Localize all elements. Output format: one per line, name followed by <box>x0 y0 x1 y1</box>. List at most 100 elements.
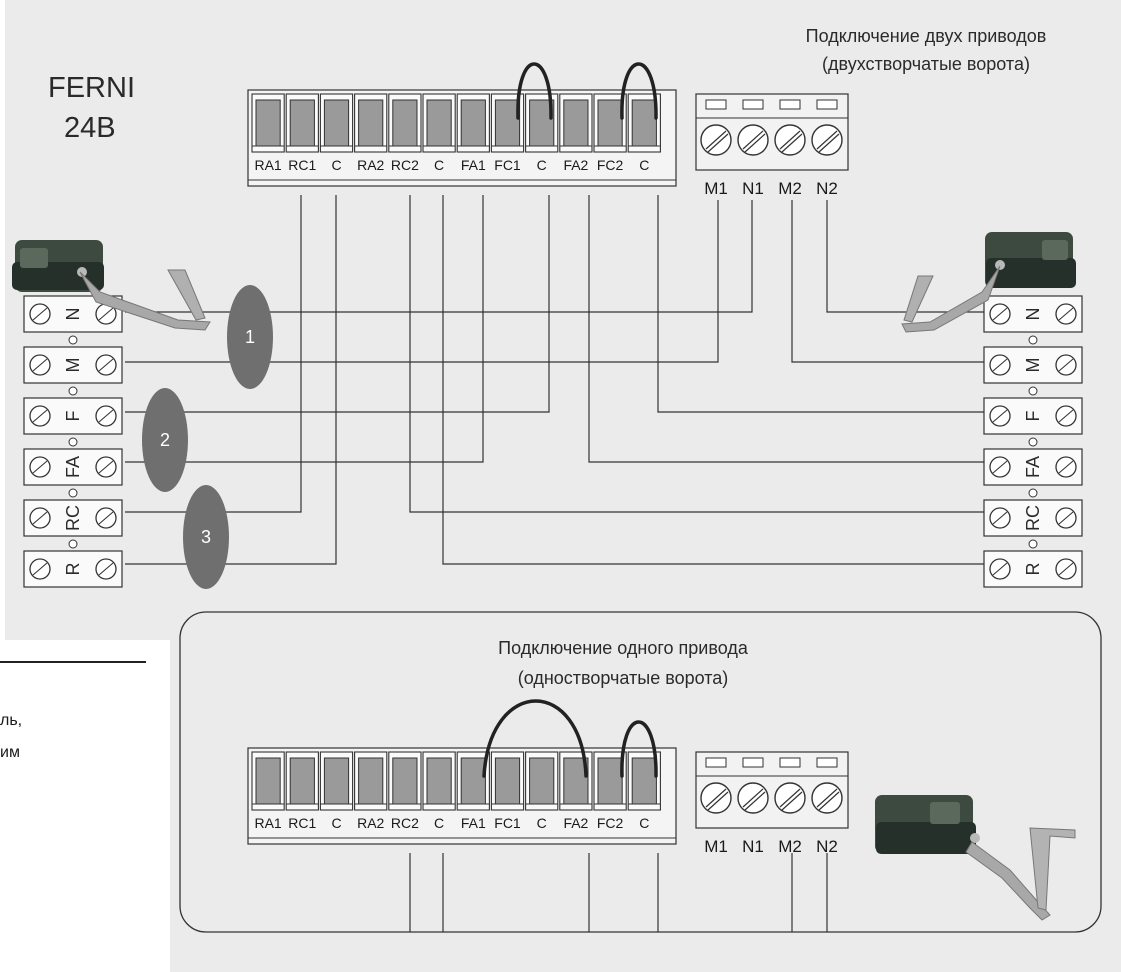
single-motor-terminal-block: M1 N1 M2 N2 <box>695 751 849 856</box>
right-actuator-terminal-rc: RC <box>983 499 1083 549</box>
single-terminal-c <box>319 751 354 811</box>
right-actuator-terminal-m: M <box>983 346 1083 396</box>
right-actuator-terminal-fa: FA <box>983 448 1083 498</box>
dual-title: Подключение двух приводов <box>806 26 1047 46</box>
dual-subtitle: (двухстворчатые ворота) <box>822 54 1030 74</box>
dual-terminal-fa1 <box>456 93 490 153</box>
right-actuator-terminal-strip: N M F FA RC R <box>983 295 1083 588</box>
dual-motor-label: M1 <box>704 179 728 198</box>
dual-terminal-ra2 <box>354 93 388 153</box>
single-terminal-label: RC1 <box>288 815 316 831</box>
gate-motor-single <box>875 795 1076 921</box>
dual-terminal-ra1 <box>251 93 285 153</box>
left-actuator-terminal-r: R <box>23 550 123 588</box>
single-terminal-fc2 <box>593 751 627 811</box>
dual-terminal-label: FA1 <box>461 157 486 173</box>
dual-terminal-label: FC2 <box>597 157 624 173</box>
actuator-label: M <box>63 358 83 373</box>
single-motor-label: M2 <box>778 837 802 856</box>
dual-terminal-fa2 <box>559 93 593 153</box>
dual-jumpers <box>516 62 658 120</box>
dual-terminal-label: FC1 <box>494 157 521 173</box>
single-terminal-c <box>525 751 559 811</box>
dual-terminal-label: C <box>434 157 444 173</box>
single-terminal-label: C <box>537 815 547 831</box>
dual-terminal-c <box>525 93 559 153</box>
single-terminal-ra1 <box>251 751 285 811</box>
dual-terminal-c <box>319 93 354 153</box>
actuator-label: FA <box>1023 456 1043 478</box>
single-terminal-label: C <box>434 815 444 831</box>
dual-motor-label: N2 <box>816 179 838 198</box>
jumper-fc2-c-single <box>620 720 658 778</box>
jumper-fc2-c <box>620 62 658 120</box>
left-actuator-terminal-m: M <box>23 346 123 396</box>
group-1-label: 1 <box>245 327 255 347</box>
single-terminal-label: FC1 <box>494 815 521 831</box>
dual-terminal-c <box>422 93 456 153</box>
actuator-label: RC <box>1023 505 1043 531</box>
single-terminal-label: C <box>331 815 341 831</box>
left-actuator-terminal-rc: RC <box>23 499 123 549</box>
actuator-label: N <box>63 308 83 321</box>
gate-motor-right <box>901 232 1076 333</box>
dual-terminal-label: C <box>639 157 649 173</box>
dual-terminal-label: RA2 <box>357 157 384 173</box>
single-subtitle: (одностворчатые ворота) <box>518 668 729 688</box>
single-title: Подключение одного привода <box>498 638 749 658</box>
single-terminal-label: FC2 <box>597 815 624 831</box>
side-text-line2: им <box>0 744 20 761</box>
jumper-fc1-c <box>516 62 553 120</box>
single-terminal-label: FA1 <box>461 815 486 831</box>
single-motor-label: M1 <box>704 837 728 856</box>
single-terminal-fc1 <box>490 751 525 811</box>
single-terminal-rc1 <box>285 751 319 811</box>
single-motor-label: N2 <box>816 837 838 856</box>
actuator-label: N <box>1023 308 1043 321</box>
dual-terminal-label: RC1 <box>288 157 316 173</box>
dual-terminal-rc2 <box>388 93 422 153</box>
left-actuator-terminal-fa: FA <box>23 448 123 498</box>
single-terminal-rc2 <box>388 751 422 811</box>
group-2-marker <box>142 388 188 492</box>
actuator-label: R <box>63 563 83 576</box>
dual-terminal-fc2 <box>593 93 627 153</box>
group-3-marker <box>183 485 229 589</box>
dual-terminal-label: FA2 <box>563 157 588 173</box>
group-3-label: 3 <box>201 527 211 547</box>
group-1-marker <box>227 285 273 389</box>
dual-terminal-label: C <box>331 157 341 173</box>
model-name: FERNI <box>48 72 135 104</box>
single-motor-label: N1 <box>742 837 764 856</box>
single-jumpers <box>482 699 658 778</box>
single-terminal-label: RA1 <box>254 815 281 831</box>
actuator-label: M <box>1023 358 1043 373</box>
single-terminal-label: RC2 <box>391 815 419 831</box>
single-terminal-ra2 <box>354 751 388 811</box>
single-wires <box>409 853 828 932</box>
actuator-label: R <box>1023 563 1043 576</box>
group-2-label: 2 <box>160 430 170 450</box>
dual-terminal-label: RA1 <box>254 157 281 173</box>
model-voltage: 24В <box>64 112 116 144</box>
single-terminal-fa2 <box>559 751 593 811</box>
single-terminal-label: FA2 <box>563 815 588 831</box>
jumper-fa1-fa2 <box>482 699 588 778</box>
actuator-label: F <box>1023 411 1043 422</box>
side-text-line1: ль, <box>0 712 23 729</box>
dual-motor-terminal-block: M1 N1 M2 N2 <box>695 93 849 198</box>
dual-terminal-rc1 <box>285 93 319 153</box>
dual-motor-label: M2 <box>778 179 802 198</box>
single-terminal-c <box>422 751 456 811</box>
dual-terminal-label: RC2 <box>391 157 419 173</box>
single-terminal-label: RA2 <box>357 815 384 831</box>
right-actuator-terminal-r: R <box>983 550 1083 588</box>
dual-motor-label: N1 <box>742 179 764 198</box>
left-actuator-terminal-f: F <box>23 397 123 447</box>
right-actuator-terminal-n: N <box>983 295 1083 345</box>
